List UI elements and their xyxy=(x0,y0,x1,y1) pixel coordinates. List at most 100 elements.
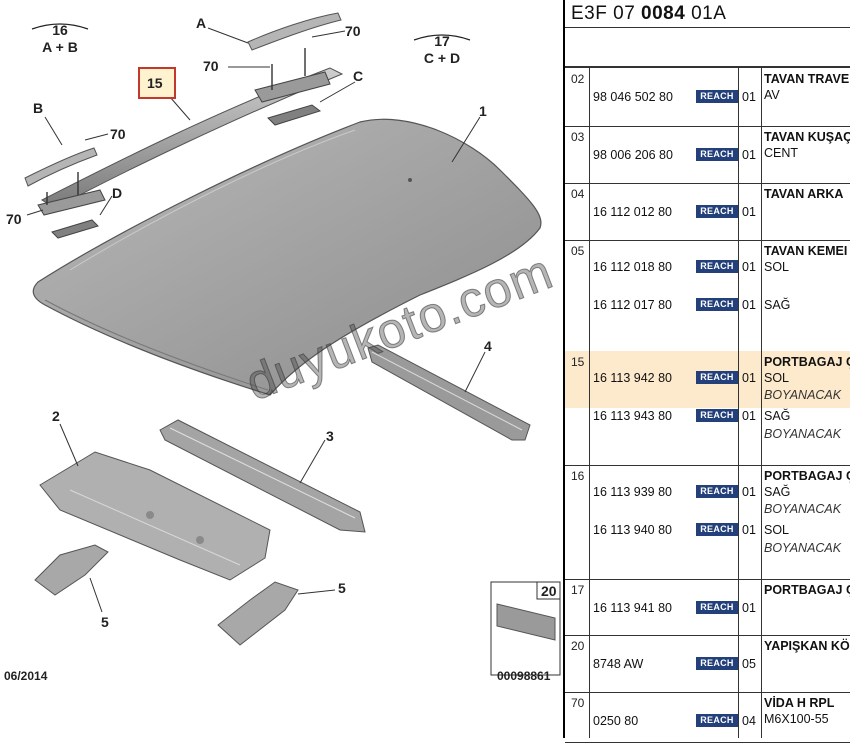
part-number: 16 112 018 80 xyxy=(593,260,673,274)
side-label: SOL xyxy=(764,523,790,537)
divider xyxy=(565,66,850,68)
reach-badge: REACH xyxy=(696,714,738,727)
quantity: 05 xyxy=(742,657,756,671)
paint-note: BOYANACAK xyxy=(764,541,842,555)
part-number: 16 112 017 80 xyxy=(593,298,673,312)
reach-badge: REACH xyxy=(696,601,738,614)
callout-3: 3 xyxy=(326,428,334,444)
ref-prefix: E3F 07 xyxy=(571,3,642,24)
row-index: 15 xyxy=(571,355,585,369)
right-bracket-part xyxy=(217,581,299,646)
reach-badge: REACH xyxy=(696,260,738,273)
part-number: 0250 80 xyxy=(593,714,639,728)
part-number: 8748 AW xyxy=(593,657,644,671)
reach-badge: REACH xyxy=(696,523,738,536)
group-17-label: 17 C + D xyxy=(412,33,472,67)
side-label: SOL xyxy=(764,260,790,274)
row-index: 04 xyxy=(571,187,585,201)
side-label: SAĞ xyxy=(764,298,791,312)
part-number: 16 113 943 80 xyxy=(593,409,673,423)
row-divider xyxy=(565,240,850,241)
reach-badge: REACH xyxy=(696,371,738,384)
callout-a: A xyxy=(196,15,207,31)
paint-note: BOYANACAK xyxy=(764,427,842,441)
side-label: SOL xyxy=(764,371,790,385)
parts-diagram: A 70 70 15 C B 70 D 70 1 4 2 3 5 5 20 16… xyxy=(4,12,561,683)
quantity: 01 xyxy=(742,485,756,499)
roof-exploded-view xyxy=(24,12,561,676)
callout-b: B xyxy=(33,100,44,116)
quantity: 01 xyxy=(742,371,756,385)
row-index: 05 xyxy=(571,244,585,258)
table-row[interactable]: 15 16 113 942 80 REACH 01 SOL BOYANACAK 16 113… xyxy=(565,351,850,465)
quantity: 01 xyxy=(742,148,756,162)
callout-70-left: 70 xyxy=(6,211,22,227)
divider xyxy=(565,27,850,28)
callout-20: 20 xyxy=(541,583,557,599)
pad-c-part xyxy=(267,104,322,126)
row-divider xyxy=(565,465,850,466)
pad-d-part xyxy=(51,219,99,239)
description-detail: AV xyxy=(764,88,780,102)
row-index: 70 xyxy=(571,696,585,710)
callout-5-right: 5 xyxy=(338,580,346,596)
bracket-arc-icon xyxy=(31,23,89,30)
callout-70-top-left: 70 xyxy=(203,58,219,74)
part-number: 98 046 502 80 xyxy=(593,90,673,104)
reach-badge: REACH xyxy=(696,657,738,670)
quantity: 01 xyxy=(742,523,756,537)
row-divider xyxy=(565,126,850,127)
paint-note: BOYANACAK xyxy=(764,388,842,402)
description: VİDA H RPL xyxy=(764,696,835,710)
table-row[interactable]: 02 98 046 502 80 REACH 01 TAVAN TRAVE AV xyxy=(565,68,850,126)
column-divider xyxy=(738,68,739,738)
quantity: 01 xyxy=(742,409,756,423)
group-16-label: 16 A + B xyxy=(30,22,90,56)
callout-15: 15 xyxy=(147,75,163,91)
description: TAVAN KUŞAÇ xyxy=(764,130,850,144)
front-crossmember-part xyxy=(39,451,271,581)
row-index: 03 xyxy=(571,130,585,144)
part-number: 16 113 941 80 xyxy=(593,601,673,615)
quantity: 04 xyxy=(742,714,756,728)
description: TAVAN TRAVE xyxy=(764,72,850,86)
quantity: 01 xyxy=(742,601,756,615)
callout-2: 2 xyxy=(52,408,60,424)
row-index: 16 xyxy=(571,469,585,483)
quantity: 01 xyxy=(742,260,756,274)
description: YAPIŞKAN KÖ xyxy=(764,639,850,653)
callout-d: D xyxy=(112,185,123,201)
ref-suffix: 01A xyxy=(685,3,727,24)
reach-badge: REACH xyxy=(696,205,738,218)
description: TAVAN ARKA xyxy=(764,187,844,201)
rail-cover-b-part xyxy=(24,147,98,187)
quantity: 01 xyxy=(742,90,756,104)
description: PORTBAGAJ Ç xyxy=(764,355,850,369)
callout-1: 1 xyxy=(479,103,487,119)
row-index: 02 xyxy=(571,72,585,86)
paint-note: BOYANACAK xyxy=(764,502,842,516)
part-number: 16 113 939 80 xyxy=(593,485,673,499)
group-17-members: C + D xyxy=(423,50,461,66)
row-divider xyxy=(565,692,850,693)
reach-badge: REACH xyxy=(696,90,738,103)
reach-badge: REACH xyxy=(696,485,738,498)
description: PORTBAGAJ Ç xyxy=(764,469,850,483)
row-index: 17 xyxy=(571,583,585,597)
column-divider xyxy=(761,68,762,738)
diagram-ref-code: 00098861 xyxy=(497,669,551,683)
roof-rail-part xyxy=(40,67,344,209)
part-number: 16 113 942 80 xyxy=(593,371,673,385)
quantity: 01 xyxy=(742,205,756,219)
left-bracket-part xyxy=(34,544,109,596)
ref-bold: 0084 xyxy=(641,3,686,24)
rail-cover-a-part xyxy=(247,12,342,51)
